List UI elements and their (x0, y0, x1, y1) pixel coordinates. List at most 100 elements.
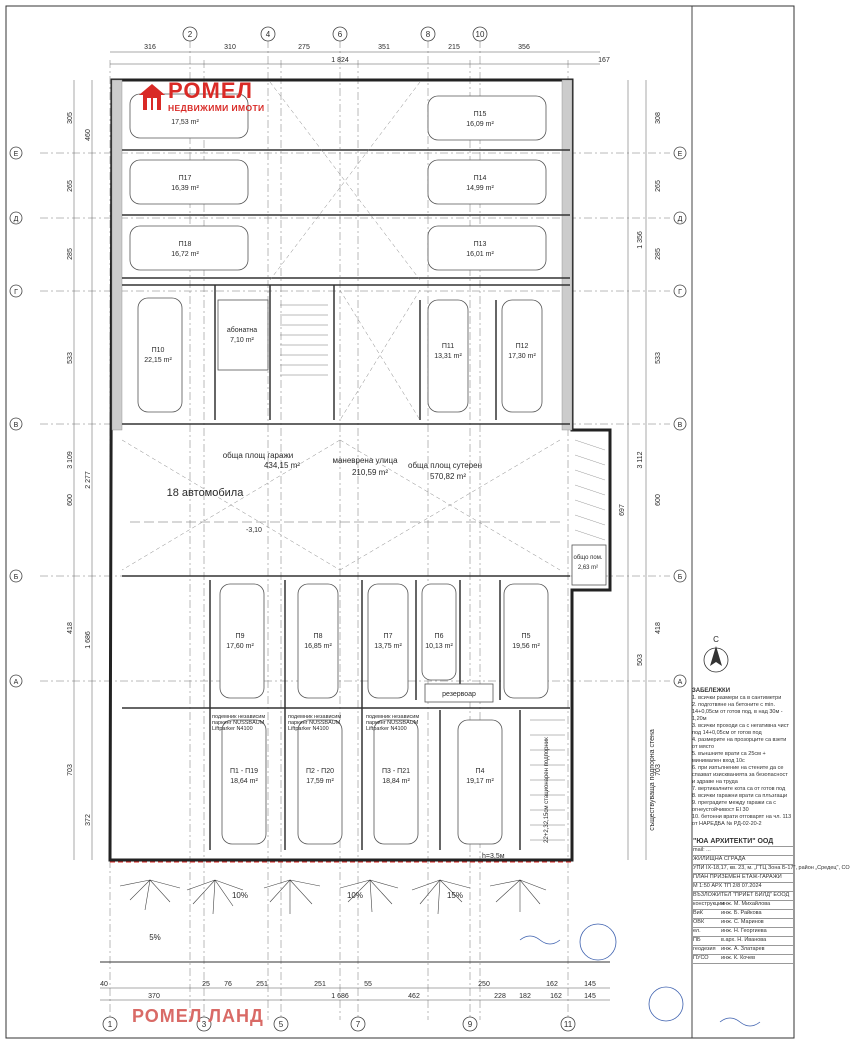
role: ОВК (693, 919, 705, 925)
parking-spot: П8 16,85 m² (297, 583, 339, 699)
parking-spot: П10 22,15 m² (137, 297, 183, 413)
common-room-label: общо пом. (573, 555, 602, 561)
height-mark: h=3,5м (482, 853, 505, 860)
sheet-title: ПЛАН ПРИЗЕМЕН ЕТАЖ-ГАРАЖИ (693, 874, 793, 883)
dim-right: 697 (619, 504, 626, 516)
person-row: ел.инж. Н. Георгиева (693, 928, 793, 937)
note-item: 5. външните врати са 25см + минимален вх… (692, 751, 766, 764)
note-item: 2. подготвяне на бетоните с min. 14+0,05… (692, 702, 783, 722)
dim-right: 308 (655, 112, 662, 124)
dim-lines-left (73, 80, 93, 860)
svg-text:П18: П18 (179, 241, 192, 248)
row-label: Г (14, 289, 18, 296)
stamp-icon (579, 923, 684, 1022)
svg-text:П13: П13 (474, 241, 487, 248)
person-row: конструкцииинж. М. Михайлова (693, 901, 793, 910)
lift-spot: П2 - П20 17,59 m² (297, 719, 343, 845)
dim-bottom: 55 (364, 981, 372, 988)
lift-spot: П3 - П21 18,84 m² (373, 719, 419, 845)
svg-text:П15: П15 (474, 111, 487, 118)
lift-spot: П1 - П19 18,64 m² (221, 719, 267, 845)
parking-spot: П5 19,56 m² (503, 583, 549, 699)
svg-text:П10: П10 (152, 347, 165, 354)
lift-note: подемник независим паркинг NUSSBAUM Lift… (212, 714, 265, 732)
investor: "ПРИЕТ БИЛД" ЕООД (732, 892, 790, 898)
svg-text:П9: П9 (236, 633, 245, 640)
svg-text:17,53 m²: 17,53 m² (171, 119, 199, 126)
dim-bottom: 462 (408, 993, 420, 1000)
dim-left: 418 (67, 622, 74, 634)
person: инж. К. Кочев (721, 955, 756, 961)
svg-text:П17: П17 (179, 175, 192, 182)
brand-logo: РОМЕЛ НЕДВИЖИМИ ИМОТИ (138, 78, 278, 118)
note-item: 6. при изпълнение на стените да се спазв… (692, 765, 788, 785)
parking-spot: П15 16,09 m² (427, 95, 547, 141)
dim-bottom: 1 686 (331, 993, 349, 1000)
date: 07.2024 (741, 883, 762, 889)
notes-block: ЗАБЕЛЕЖКИ 1. всички размери са в сантиме… (692, 688, 792, 828)
svg-text:Liftparker N4100: Liftparker N4100 (288, 726, 329, 732)
reservoir (424, 683, 494, 703)
row-label: В (678, 422, 683, 429)
role: ВиК (693, 910, 703, 916)
axis-label-top: 6 (338, 30, 343, 39)
role: конструкции (693, 901, 725, 907)
axis-label-bottom: 5 (279, 1020, 284, 1029)
sheet-number: 2/8 (732, 883, 741, 889)
svg-text:паркинг NUSSBAUM: паркинг NUSSBAUM (288, 720, 341, 726)
dim-left: 703 (67, 764, 74, 776)
dim-bottom: 145 (584, 993, 596, 1000)
project-location: УПИ IX-18,17, кв. 23, м. „ГТЦ Зона Б-17"… (693, 865, 850, 874)
dim-right: 3 112 (637, 451, 644, 468)
parking-spot: П13 16,01 m² (427, 225, 547, 271)
slope-label: 15% (447, 891, 463, 900)
parking-spot: П14 14,99 m² (427, 159, 547, 205)
ramp-label: 22+2,32,15см стационарен подпорник (544, 737, 550, 843)
axis-label-bottom: 7 (356, 1020, 361, 1029)
svg-text:10,13 m²: 10,13 m² (425, 643, 453, 650)
svg-text:подемник независим: подемник независим (288, 714, 341, 720)
dim-top: 316 (144, 44, 156, 51)
scale-row: М 1:50 АРХ ТП 2/8 07.2024 (693, 883, 793, 892)
investor-label: ВЪЗЛОЖИТЕЛ (693, 892, 732, 898)
slope-label: 5% (149, 933, 161, 942)
axis-label-top: 10 (476, 30, 485, 39)
svg-text:подемник независим: подемник независим (366, 714, 419, 720)
dim-bottom: 162 (546, 981, 558, 988)
svg-text:19,17 m²: 19,17 m² (466, 778, 494, 785)
dim-top: 275 (298, 44, 310, 51)
dim-top: 356 (518, 44, 530, 51)
brand-watermark: РОМЕЛ ЛАНД (132, 1006, 264, 1026)
sheet-border (5, 5, 795, 1039)
svg-text:17,59 m²: 17,59 m² (306, 778, 334, 785)
dim-right: 285 (655, 248, 662, 260)
svg-text:16,39 m²: 16,39 m² (171, 185, 199, 192)
svg-text:17,30 m²: 17,30 m² (508, 353, 536, 360)
svg-text:18,84 m²: 18,84 m² (382, 778, 410, 785)
lift-note: подемник независим паркинг NUSSBAUM Lift… (288, 714, 341, 732)
dim-right: 600 (655, 494, 662, 506)
title-block: "ЮА АРХИТЕКТИ" ООД mail: ... ЖИЛИЩНА СГР… (693, 838, 850, 964)
subscriber-room-label: абонатна (227, 326, 257, 334)
tree-roots (119, 879, 547, 915)
svg-text:18,64 m²: 18,64 m² (230, 778, 258, 785)
svg-text:13,75 m²: 13,75 m² (374, 643, 402, 650)
row-label: А (14, 679, 19, 686)
parking-spot: П9 17,60 m² (219, 583, 265, 699)
svg-text:паркинг NUSSBAUM: паркинг NUSSBAUM (366, 720, 419, 726)
dim-lines-right (627, 80, 647, 860)
svg-text:П7: П7 (384, 633, 393, 640)
svg-text:13,31 m²: 13,31 m² (434, 353, 462, 360)
axis-bubbles-bottom (102, 1016, 576, 1032)
dim-top: 351 (378, 44, 390, 51)
lift-note: подемник независим паркинг NUSSBAUM Lift… (366, 714, 419, 732)
parking-spot: П7 13,75 m² (367, 583, 409, 699)
ramp-steps (530, 719, 565, 841)
svg-text:П14: П14 (474, 175, 487, 182)
basement-label: обща площ сутерен (408, 461, 482, 470)
inner-walls (122, 149, 570, 850)
scale-value: 1:50 (699, 883, 710, 889)
